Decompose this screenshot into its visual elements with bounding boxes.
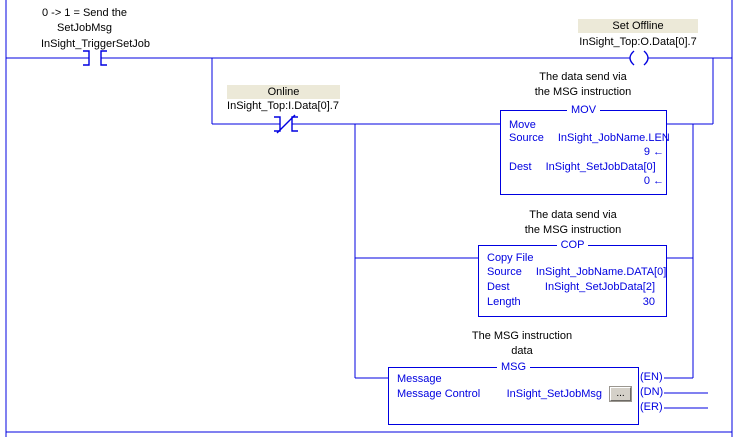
coil-description-box[interactable]: Set Offline — [578, 19, 698, 33]
mov-title: MOV — [566, 104, 601, 117]
cop-name-label: Copy File — [487, 252, 534, 264]
coil-tag[interactable]: InSight_Top:O.Data[0].7 — [579, 36, 697, 48]
mov-name-label: Move — [509, 119, 536, 131]
cop-comment-line1: The data send via — [529, 209, 617, 221]
online-description-box[interactable]: Online — [227, 85, 340, 99]
mov-dest-label: Dest — [509, 161, 532, 173]
cop-source-label: Source — [487, 266, 522, 278]
cop-length-operand[interactable]: 30 — [642, 296, 655, 308]
cop-dest-label: Dest — [487, 281, 510, 293]
rung-comment-line1: 0 -> 1 = Send the — [41, 7, 127, 19]
msg-instruction-block[interactable]: MSG Message Message Control InSight_SetJ… — [388, 361, 639, 425]
mov-dest-current-value: 0 — [643, 175, 650, 187]
xic-contact-trigger[interactable] — [83, 50, 107, 66]
msg-title: MSG — [496, 361, 531, 374]
cop-source-operand[interactable]: InSight_JobName.DATA[0] — [535, 266, 667, 278]
mov-comment-line1: The data send via — [539, 71, 627, 83]
msg-control-label: Message Control — [397, 388, 481, 400]
mov-comment-line2: the MSG instruction — [534, 86, 632, 98]
msg-browse-button[interactable]: ... — [609, 386, 632, 402]
online-contact-tag[interactable]: InSight_Top:I.Data[0].7 — [227, 100, 339, 112]
msg-name-label: Message — [397, 373, 442, 385]
current-value-arrow-icon: ← — [653, 146, 664, 158]
current-value-arrow-icon: ← — [653, 175, 664, 187]
cop-length-label: Length — [487, 296, 521, 308]
cop-comment: The data send via the MSG instruction — [490, 208, 656, 238]
trigger-contact-tag[interactable]: InSight_TriggerSetJob — [40, 38, 151, 50]
rung-comment-line2: SetJobMsg — [56, 22, 113, 34]
mov-instruction-block[interactable]: MOV Move Source InSight_JobName.LEN 9 ← … — [500, 104, 670, 195]
mov-comment: The data send via the MSG instruction — [500, 70, 666, 100]
cop-title: COP — [556, 239, 589, 252]
mov-source-operand[interactable]: InSight_JobName.LEN — [557, 132, 670, 144]
mov-source-current-value: 9 — [643, 146, 650, 158]
msg-en-bit: (EN) — [639, 371, 664, 384]
ote-coil-set-offline[interactable] — [629, 50, 649, 66]
cop-comment-line2: the MSG instruction — [524, 224, 622, 236]
cop-dest-operand[interactable]: InSight_SetJobData[2] — [544, 281, 655, 293]
msg-dn-bit: (DN) — [639, 386, 665, 399]
msg-comment-line1: The MSG instruction — [471, 330, 573, 342]
msg-control-operand[interactable]: InSight_SetJobMsg — [506, 388, 602, 400]
msg-er-bit: (ER) — [639, 401, 664, 414]
msg-comment-line2: data — [511, 345, 533, 357]
xio-contact-online[interactable] — [274, 116, 298, 132]
mov-source-label: Source — [509, 132, 544, 144]
mov-dest-operand[interactable]: InSight_SetJobData[0] — [545, 161, 656, 173]
cop-instruction-block[interactable]: COP Copy File Source InSight_JobName.DAT… — [478, 239, 667, 317]
rung-comment: 0 -> 1 = Send the SetJobMsg — [18, 6, 151, 36]
msg-comment: The MSG instruction data — [440, 329, 604, 359]
xio-slash — [276, 114, 296, 134]
